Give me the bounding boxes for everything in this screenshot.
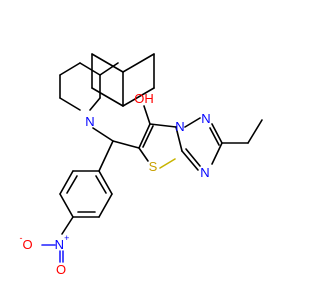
molecule-structure: OH N N N N S N+ -O O xyxy=(19,53,263,277)
central-carbon xyxy=(98,140,140,172)
bridge-nitrogen-label: N xyxy=(175,119,184,134)
hydroxyl-label: OH xyxy=(134,91,154,106)
nitro-oxygen-left-label: -O xyxy=(19,233,32,252)
triazole-ring xyxy=(181,117,263,171)
triazole-nitrogen-top-label: N xyxy=(201,111,210,126)
triazole-nitrogen-bottom-label: N xyxy=(200,165,209,180)
nitro-nitrogen-label: N+ xyxy=(55,233,70,252)
n-to-ch xyxy=(92,127,114,142)
piperidine-ring xyxy=(91,53,155,107)
sulfur-label: S xyxy=(149,159,158,174)
nitro-oxygen-bottom-label: O xyxy=(56,262,66,277)
piperidine-nitrogen-label: N xyxy=(85,114,94,129)
thiazole-ring xyxy=(138,105,183,169)
piperidine xyxy=(59,62,119,111)
nitro-group xyxy=(41,216,74,263)
phenyl-ring xyxy=(59,170,113,218)
